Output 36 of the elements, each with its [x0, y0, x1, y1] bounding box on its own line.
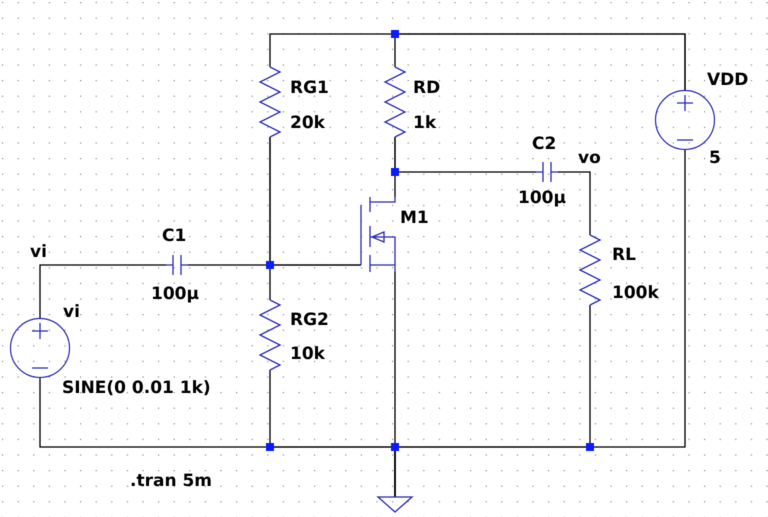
source-label: vi [63, 304, 80, 321]
resistor-symbol [385, 67, 405, 137]
net-label: vi [30, 244, 47, 261]
resistance-value: 10k [290, 346, 325, 363]
simulation-directive: .tran 5m [130, 473, 212, 490]
capacitor-symbol [166, 255, 188, 275]
source-value: 5 [709, 150, 721, 167]
resistor-symbol [580, 235, 600, 305]
resistance-value: 1k [413, 115, 436, 132]
component-label: C1 [162, 228, 186, 245]
ground-symbol [378, 497, 412, 512]
wire [269, 137, 361, 266]
resistor-symbol [260, 300, 280, 370]
voltage-source-symbol [10, 318, 70, 378]
component-label: RD [413, 80, 440, 97]
voltage-source-symbol [655, 90, 715, 150]
wire [394, 150, 686, 497]
resistor-symbol [260, 67, 280, 137]
component-label: RG1 [290, 80, 329, 97]
component-label: M1 [400, 210, 429, 227]
wire [394, 137, 536, 173]
component-label: RG2 [290, 312, 329, 329]
capacitance-value: 100µ [151, 286, 199, 303]
component-label: RL [612, 247, 636, 264]
source-value: SINE(0 0.01 1k) [62, 380, 211, 397]
resistance-value: 20k [290, 115, 325, 132]
capacitor-symbol [536, 162, 558, 182]
component-label: C2 [532, 136, 556, 153]
mosfet-symbol [361, 197, 395, 272]
resistance-value: 100k [612, 285, 659, 302]
capacitance-value: 100µ [518, 190, 566, 207]
wire [558, 171, 591, 235]
wire [39, 264, 166, 318]
wire [394, 33, 686, 90]
net-label: vo [578, 150, 601, 167]
source-label: VDD [707, 72, 748, 89]
